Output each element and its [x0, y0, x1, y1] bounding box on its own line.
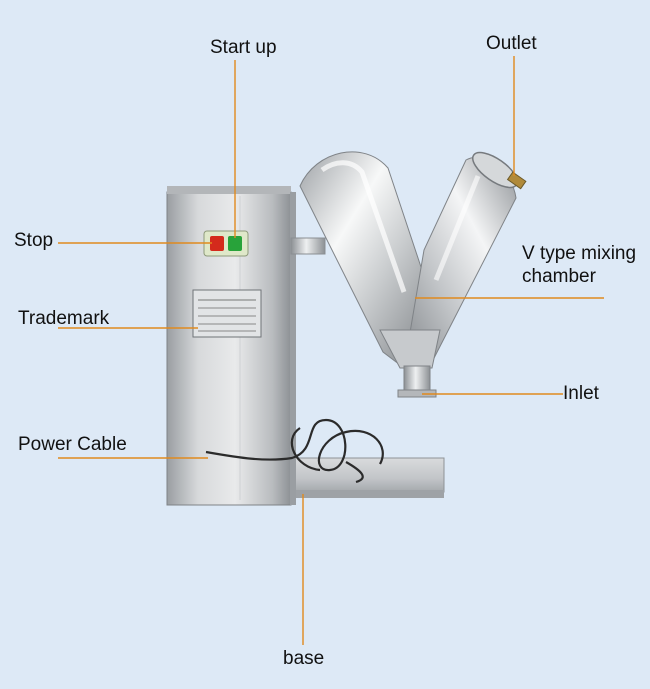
- label-trademark: Trademark: [18, 308, 110, 329]
- label-start-up: Start up: [210, 37, 277, 58]
- label-v-type-line1: V type mixing: [522, 243, 637, 264]
- drive-shaft: [290, 237, 326, 255]
- label-power-cable: Power Cable: [18, 434, 127, 455]
- start-button: [228, 236, 242, 251]
- inlet-pipe: [403, 365, 431, 393]
- label-stop: Stop: [14, 230, 54, 251]
- label-v-type-line2: chamber: [522, 265, 596, 287]
- power-cable: [205, 418, 384, 484]
- leader-lines: [58, 56, 604, 645]
- label-v-type-mixing-chamber: V type mixing chamber: [522, 243, 636, 289]
- label-base: base: [283, 648, 325, 669]
- label-outlet: Outlet: [486, 33, 537, 54]
- trademark-nameplate: [192, 289, 262, 338]
- v-mixing-chamber: [299, 151, 527, 398]
- label-inlet: Inlet: [563, 383, 599, 404]
- stop-button: [210, 236, 224, 251]
